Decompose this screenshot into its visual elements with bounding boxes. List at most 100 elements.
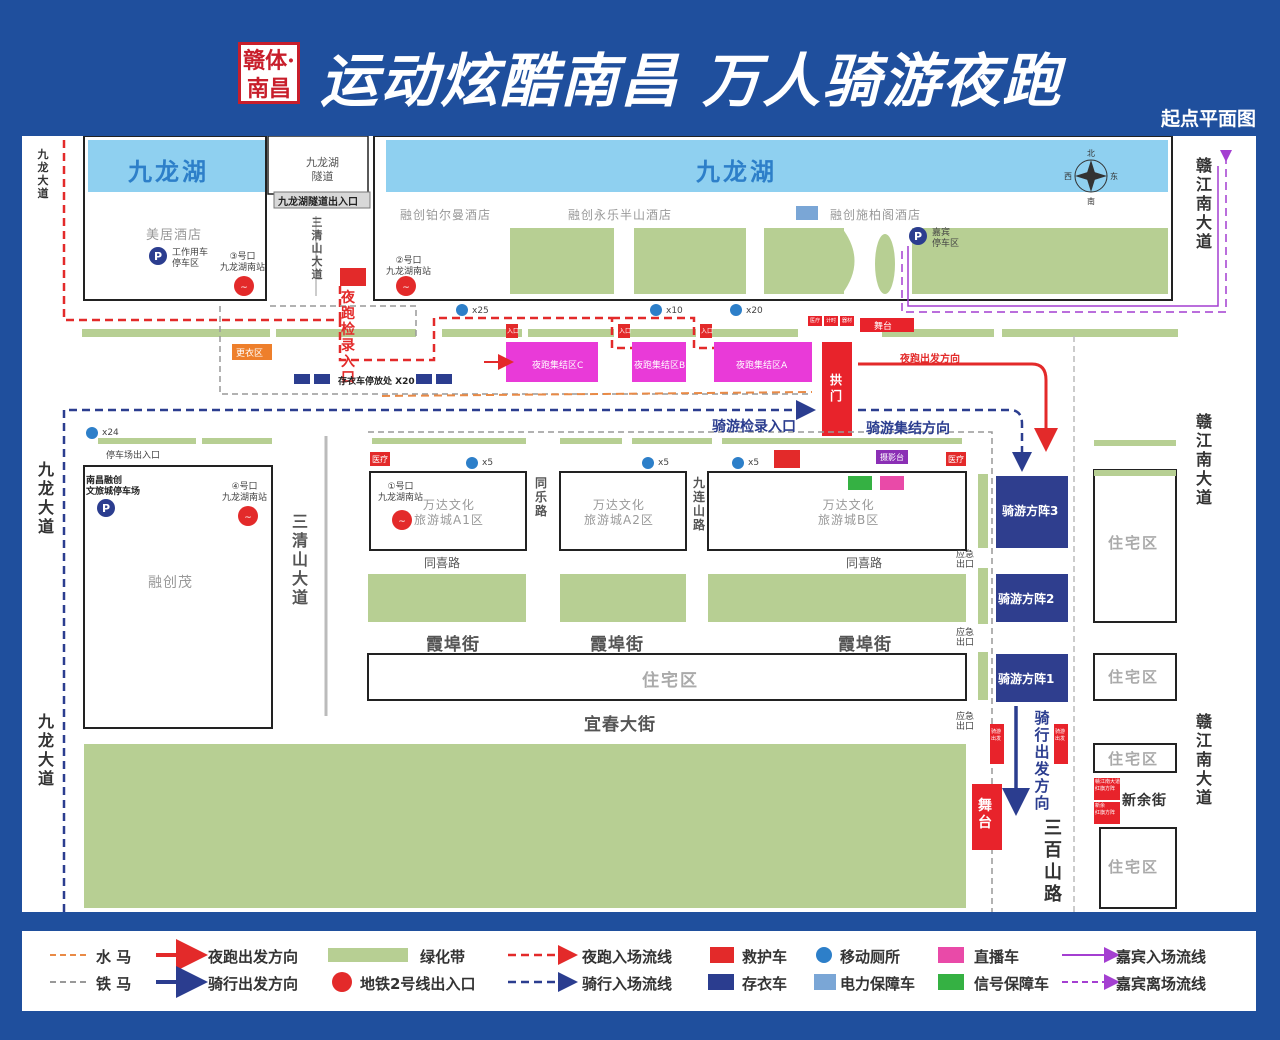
road-jiulong-bottom: 九龙大道	[37, 712, 54, 788]
road-sanbai: 三百山路	[1044, 818, 1062, 905]
road-sanqing-top: 三清山大道	[311, 216, 323, 281]
header: 赣体·南昌 运动炫酷南昌 万人骑游夜跑 起点平面图	[0, 0, 1280, 136]
gather-zone-c	[506, 342, 598, 382]
hotel-platinum: 融创铂尔曼酒店	[400, 208, 492, 222]
road-xiabu-3: 霞埠街	[838, 635, 892, 655]
road-jiulong-top: 九龙大道	[37, 148, 49, 200]
legend-ambulance: 救护车	[742, 948, 788, 966]
medical-b-label: 医疗	[948, 455, 964, 464]
legend-run-direction: 夜跑出发方向	[208, 948, 299, 966]
vip-parking-label: 嘉宾 停车区	[932, 228, 960, 249]
legend-power-truck: 电力保障车	[840, 975, 916, 993]
toilet-count-24: x24	[102, 428, 119, 438]
tunnel-exit-label: 九龙湖隧道出入口	[278, 197, 358, 208]
legend-symbols	[50, 939, 1120, 998]
ride-start-small-2: 骑游出发	[1055, 729, 1066, 742]
work-parking-label: 工作用车 停车区	[172, 248, 209, 269]
road-jiulong-mid: 九龙大道	[37, 460, 54, 536]
block-meiju	[83, 136, 267, 301]
ride-block-1	[996, 654, 1068, 702]
tunnel-exit-box	[273, 191, 371, 209]
residential-r3-label: 住宅区	[1108, 750, 1160, 768]
road-tongxi-left: 同喜路	[424, 556, 461, 570]
side-flag-2: 新余 红旗方阵	[1095, 803, 1116, 816]
svg-text:~: ~	[398, 517, 406, 527]
toilet-count-5a: x5	[482, 458, 494, 468]
page-subtitle: 起点平面图	[1160, 108, 1256, 130]
road-tongle: 同乐路	[534, 476, 547, 518]
lake-right	[386, 140, 1168, 192]
toilet-count-20: x20	[746, 306, 763, 316]
toilet-count-25: x25	[472, 306, 489, 316]
road-jiulian: 九连山路	[692, 476, 705, 532]
block-residential-main	[367, 653, 967, 701]
wanda-b-label: 万达文化 旅游城B区	[818, 498, 880, 527]
photo-label: 摄影台	[880, 453, 904, 462]
entry-c-label: 入口	[507, 328, 520, 335]
page-title: 运动炫酷南昌 万人骑游夜跑	[320, 47, 1063, 115]
ride-checkin-label: 骑游检录入口	[712, 419, 796, 435]
changing-area	[232, 344, 272, 360]
map-graphics: ~~ ~~ PPP	[62, 136, 1232, 912]
road-xinyu: 新余街	[1122, 793, 1167, 809]
clothes-park-label: 存衣车停放处 X20	[338, 377, 415, 387]
road-ganjiang-mid: 赣江南大道	[1195, 412, 1212, 507]
ride-block-3	[996, 476, 1068, 548]
ride-block-3-label: 骑游方阵3	[1002, 504, 1059, 518]
entry-b-label: 入口	[619, 328, 632, 335]
legend-water-horse: 水 马	[96, 948, 132, 966]
road-xiabu-1: 霞埠街	[426, 635, 480, 655]
gather-zone-b	[632, 342, 686, 382]
entry-a-label: 入口	[701, 328, 714, 335]
legend-ride-flow: 骑行入场流线	[582, 975, 673, 993]
legend-vip-out: 嘉宾离场流线	[1116, 975, 1207, 993]
timing-small-label: 计时	[826, 318, 837, 324]
svg-text:P: P	[154, 250, 162, 263]
rongchuang-parking-label: 南昌融创 文旅城停车场	[86, 476, 141, 497]
medical-small-label: 医疗	[810, 318, 821, 324]
emergency-exit-1: 应急 出口	[956, 550, 975, 570]
metro-3-label: ③号口 九龙湖南站	[220, 252, 266, 273]
lake-label-left: 九龙湖	[128, 158, 209, 186]
residential-r4-label: 住宅区	[1108, 858, 1160, 876]
lake-left	[88, 140, 266, 192]
legend-run-flow: 夜跑入场流线	[582, 948, 673, 966]
emergency-exit-3: 应急 出口	[956, 712, 975, 732]
legend-signal-truck: 信号保障车	[974, 975, 1050, 993]
legend-clothes-bus: 存衣车	[742, 975, 788, 993]
stage-bottom	[972, 784, 1002, 850]
legend-green-belt: 绿化带	[420, 948, 466, 966]
svg-text:P: P	[914, 230, 922, 243]
residential-r1-label: 住宅区	[1108, 534, 1160, 552]
legend-metro-exit: 地铁2号线出入口	[360, 975, 476, 993]
toilet-count-10: x10	[666, 306, 683, 316]
side-flag-1: 赣江南大道 红旗方阵	[1095, 779, 1121, 792]
lake-label-right: 九龙湖	[696, 158, 777, 186]
arch	[822, 342, 852, 436]
block-wanda-a2	[559, 471, 687, 551]
compass-east: 东	[1110, 172, 1118, 181]
residential-r2-label: 住宅区	[1108, 668, 1160, 686]
block-hotels	[373, 136, 1173, 301]
compass-north: 北	[1087, 149, 1095, 158]
gather-zone-a	[714, 342, 812, 382]
block-wanda-b	[707, 471, 967, 551]
gather-b-label: 夜跑集结区B	[634, 361, 686, 371]
block-wanda-a1	[369, 471, 527, 551]
svg-text:~: ~	[244, 513, 252, 523]
tunnel-label: 九龙湖 隧道	[306, 156, 339, 183]
road-yichun: 宜春大街	[584, 715, 656, 735]
metro-4-label: ④号口 九龙湖南站	[222, 482, 268, 503]
logo: 赣体·南昌	[238, 42, 300, 104]
wanda-a1-label: 万达文化 旅游城A1区	[414, 498, 484, 527]
legend-live-truck: 直播车	[974, 948, 1020, 966]
legend: 水 马 铁 马 夜跑出发方向 骑行出发方向 绿化带 地铁2号线出入口 夜跑入场流…	[22, 931, 1256, 1011]
toilet-count-5c: x5	[748, 458, 760, 468]
stage-bottom-label: 舞台	[978, 798, 992, 831]
equip-small-label: 器材	[842, 318, 853, 324]
compass-west: 西	[1064, 172, 1072, 181]
changing-area-label: 更衣区	[236, 349, 264, 359]
toilet-count-5b: x5	[658, 458, 670, 468]
stage-top-label: 舞台	[874, 322, 893, 332]
metro-exit-icons	[234, 276, 416, 530]
